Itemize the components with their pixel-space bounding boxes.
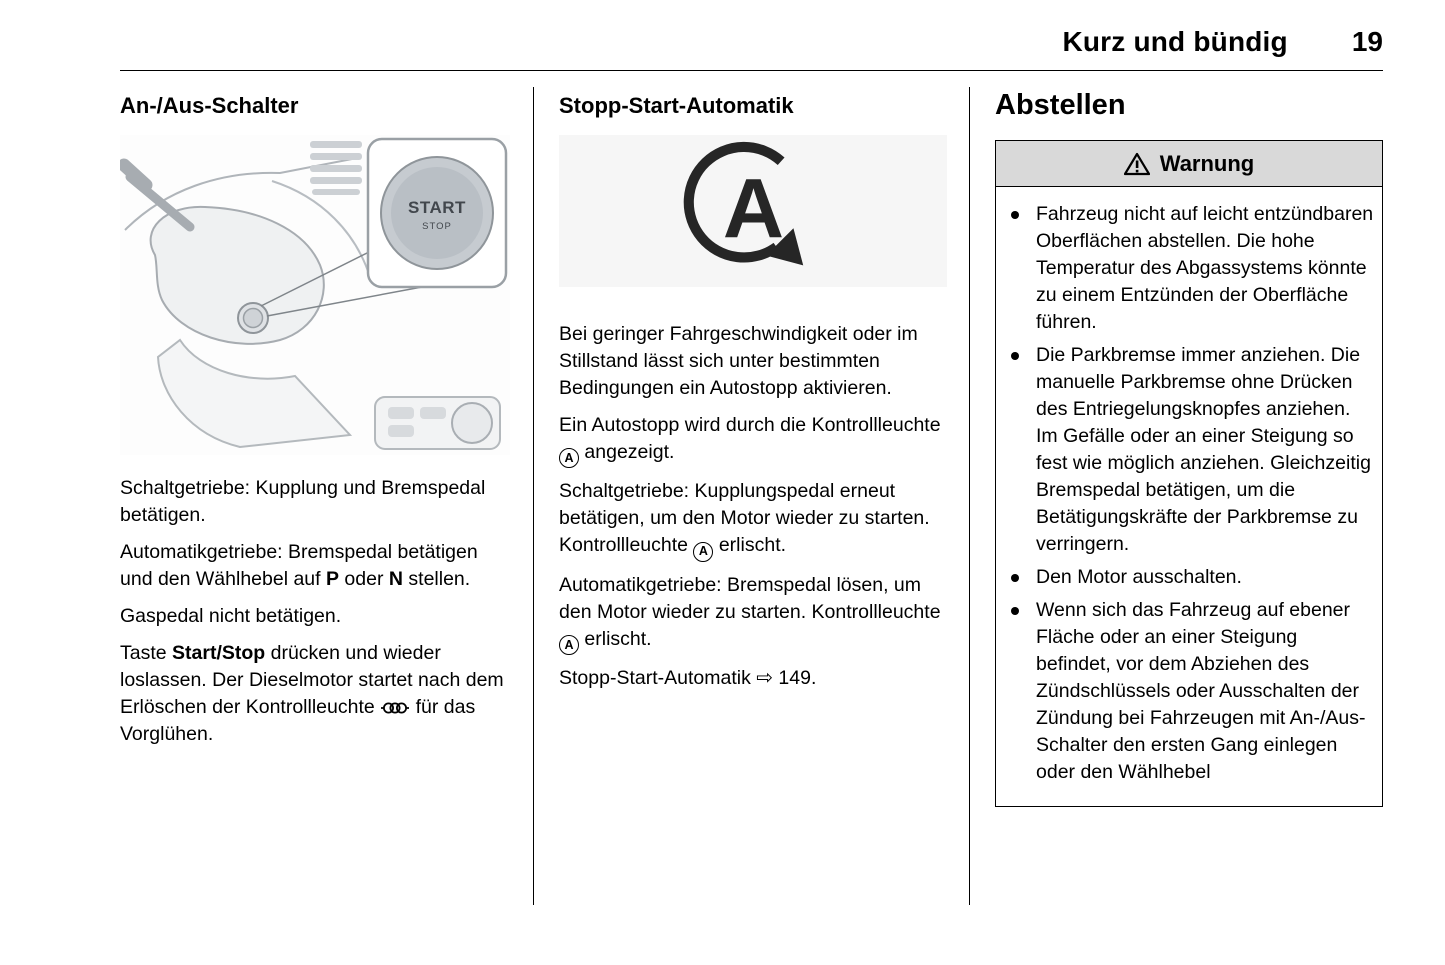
glow-plug-icon xyxy=(381,702,410,714)
autostop-indicator-icon: A xyxy=(559,448,579,469)
list-item: Fahrzeug nicht auf leicht entzündbaren O… xyxy=(1004,201,1376,336)
paragraph-manual-gearbox: Schaltgetriebe: Kupplung und Bremspedal … xyxy=(120,477,486,526)
warning-triangle-icon xyxy=(1123,152,1150,175)
warning-bullet-text: Die Parkbremse immer anziehen. Die manue… xyxy=(1036,344,1371,555)
cross-reference-arrow-icon: ⇨ xyxy=(756,666,774,689)
warning-header: Warnung xyxy=(996,141,1382,187)
autostop-symbol-figure: A xyxy=(559,135,947,287)
warning-bullet-text: Fahrzeug nicht auf leicht entzündbaren O… xyxy=(1036,203,1374,333)
column-stop-start: Stopp-Start-Automatik A Bei geringer Fah… xyxy=(533,87,969,905)
warning-bullet-text: Den Motor ausschalten. xyxy=(1036,566,1242,588)
paragraph-accelerator: Gaspedal nicht betätigen. xyxy=(120,605,342,627)
autostop-icon: A xyxy=(683,141,803,266)
bullet-icon xyxy=(1011,211,1019,219)
paragraph-cross-reference: Stopp-Start-Automatik ⇨ 149. xyxy=(559,666,817,689)
paragraph-autostop-intro: Bei geringer Fahrgeschwindigkeit oder im… xyxy=(559,323,918,399)
warning-title: Warnung xyxy=(1159,150,1255,176)
right-heading: Abstellen xyxy=(995,89,1126,121)
paragraph-start-stop: Taste Start/Stop drücken und wieder losl… xyxy=(120,642,504,745)
list-item: Wenn sich das Fahrzeug auf ebener Fläche… xyxy=(1004,597,1376,786)
paragraph-autostop-indicator: Ein Autostopp wird durch die Kontrollleu… xyxy=(559,412,947,469)
column-on-off-switch: An-/Aus-Schalter xyxy=(117,87,533,905)
paragraph-autostop-automatic: Automatikgetriebe: Bremspedal lösen, um … xyxy=(559,572,947,655)
warning-body: Fahrzeug nicht auf leicht entzündbaren O… xyxy=(996,187,1382,806)
start-button-illustration: START STOP xyxy=(117,135,510,455)
autostop-indicator-icon: A xyxy=(559,634,579,655)
section-title: Kurz und bündig xyxy=(1062,26,1288,57)
start-button-drawing: START STOP xyxy=(117,137,508,450)
bullet-icon xyxy=(1011,352,1019,360)
list-item: Die Parkbremse immer anziehen. Die manue… xyxy=(1004,342,1376,558)
running-head: Kurz und bündig 19 xyxy=(120,26,1383,71)
start-button-label: START xyxy=(408,198,466,217)
air-vents-icon xyxy=(310,141,362,195)
autostop-indicator-icon: A xyxy=(693,541,714,562)
bullet-icon xyxy=(1011,607,1019,615)
left-heading: An-/Aus-Schalter xyxy=(120,93,299,118)
paragraph-autostop-manual: Schaltgetriebe: Kupplungspedal erneut be… xyxy=(559,478,947,562)
autostop-letter: A xyxy=(722,161,783,256)
list-item: Den Motor ausschalten. xyxy=(1004,564,1376,591)
bullet-icon xyxy=(1011,574,1019,582)
console-knob-icon xyxy=(451,402,493,444)
warning-box: Warnung Fahrzeug nicht auf leicht entzün… xyxy=(995,140,1383,807)
column-parking: Abstellen Warnung Fahrzeug nicht auf lei… xyxy=(969,87,1383,905)
warning-bullet-text: Wenn sich das Fahrzeug auf ebener Fläche… xyxy=(1036,599,1366,783)
stop-button-label: STOP xyxy=(422,221,452,232)
content-columns: An-/Aus-Schalter xyxy=(117,87,1383,905)
page-number: 19 xyxy=(1351,26,1383,57)
paragraph-automatic-gearbox: Automatikgetriebe: Bremspedal betätigen … xyxy=(120,541,478,590)
middle-heading: Stopp-Start-Automatik xyxy=(559,93,794,118)
